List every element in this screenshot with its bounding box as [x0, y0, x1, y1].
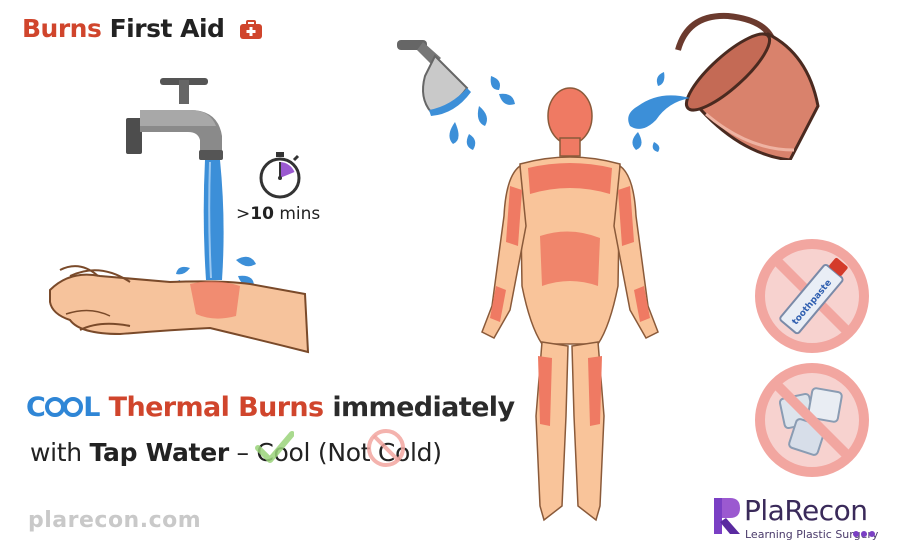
timer-value: 10 [250, 204, 274, 224]
first-aid-kit-icon [239, 20, 262, 39]
thermal-burns-text: Thermal Burns [108, 392, 324, 423]
with-text: with [30, 438, 82, 467]
prohibited-icon [366, 429, 405, 467]
brand-logo-icon: R [714, 498, 740, 534]
timer-label: >10 mins [236, 204, 320, 224]
dash-text: – [236, 438, 250, 467]
cool-suffix: L [83, 392, 100, 423]
human-body-figure [481, 87, 659, 522]
not-cold-wrap: (Not Cold) [318, 429, 442, 467]
cool-text-wrap: Cool [255, 431, 317, 467]
no-ice-icon [755, 363, 869, 477]
faucet-hand-illustration [49, 78, 310, 354]
no-toothpaste-icon: toothpaste [755, 239, 869, 353]
site-url: plarecon.com [28, 508, 202, 533]
page-title: Burns First Aid [22, 14, 263, 43]
brand-letter: R [717, 511, 718, 513]
bucket-icon [628, 12, 820, 160]
cool-prefix: C [26, 392, 46, 423]
brand-dots-icon [853, 531, 875, 537]
stopwatch-icon [259, 152, 301, 199]
water-drops-icon [45, 397, 84, 417]
faucet-icon [126, 78, 223, 160]
subline: with Tap Water – Cool (Not Cold) [30, 429, 442, 467]
tap-water-text: Tap Water [89, 438, 230, 467]
immediately-text: immediately [332, 392, 515, 423]
water-stream [203, 160, 224, 280]
timer-unit: mins [279, 204, 321, 224]
timer-prefix: > [236, 204, 251, 224]
title-accent: Burns [22, 14, 102, 43]
check-icon [255, 431, 295, 463]
title-rest: First Aid [109, 14, 225, 43]
brand-tagline: Learning Plastic Surgery [745, 528, 879, 541]
hand-illustration [49, 265, 310, 354]
shower-head-icon [397, 40, 515, 150]
brand-name: PlaRecon [744, 494, 868, 527]
headline: C L Thermal Burns immediately [26, 392, 515, 423]
